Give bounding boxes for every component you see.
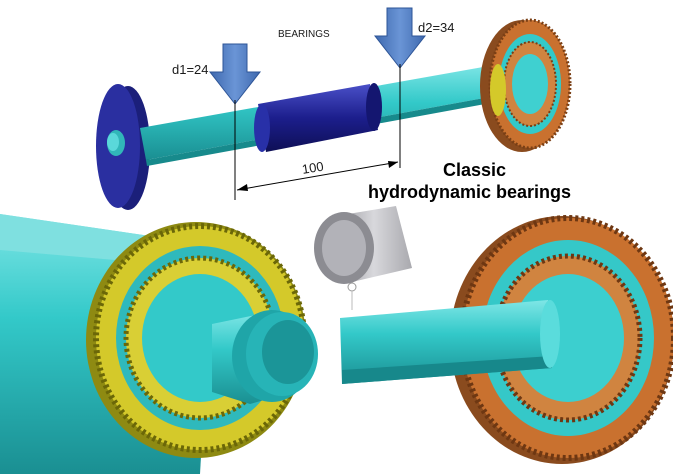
d1-label: d1=24 xyxy=(172,62,209,77)
span-label: 100 xyxy=(301,159,325,177)
caption-line-1: Classic xyxy=(443,160,506,180)
bottom-right-shaft-gear xyxy=(340,215,673,464)
load-arrow-d2 xyxy=(373,7,427,69)
bearing-sleeve xyxy=(254,83,382,152)
bearings-label: BEARINGS xyxy=(278,29,330,40)
plain-bearing-cylinder xyxy=(314,206,412,310)
load-arrow-d1 xyxy=(208,43,262,105)
d2-label: d2=34 xyxy=(418,20,455,35)
bottom-left-shaft-gear xyxy=(0,214,318,474)
dimension-lines xyxy=(234,64,401,200)
top-right-gear-disk xyxy=(480,18,572,152)
caption-line-2: hydrodynamic bearings xyxy=(368,182,571,202)
left-end-disk xyxy=(96,84,150,210)
